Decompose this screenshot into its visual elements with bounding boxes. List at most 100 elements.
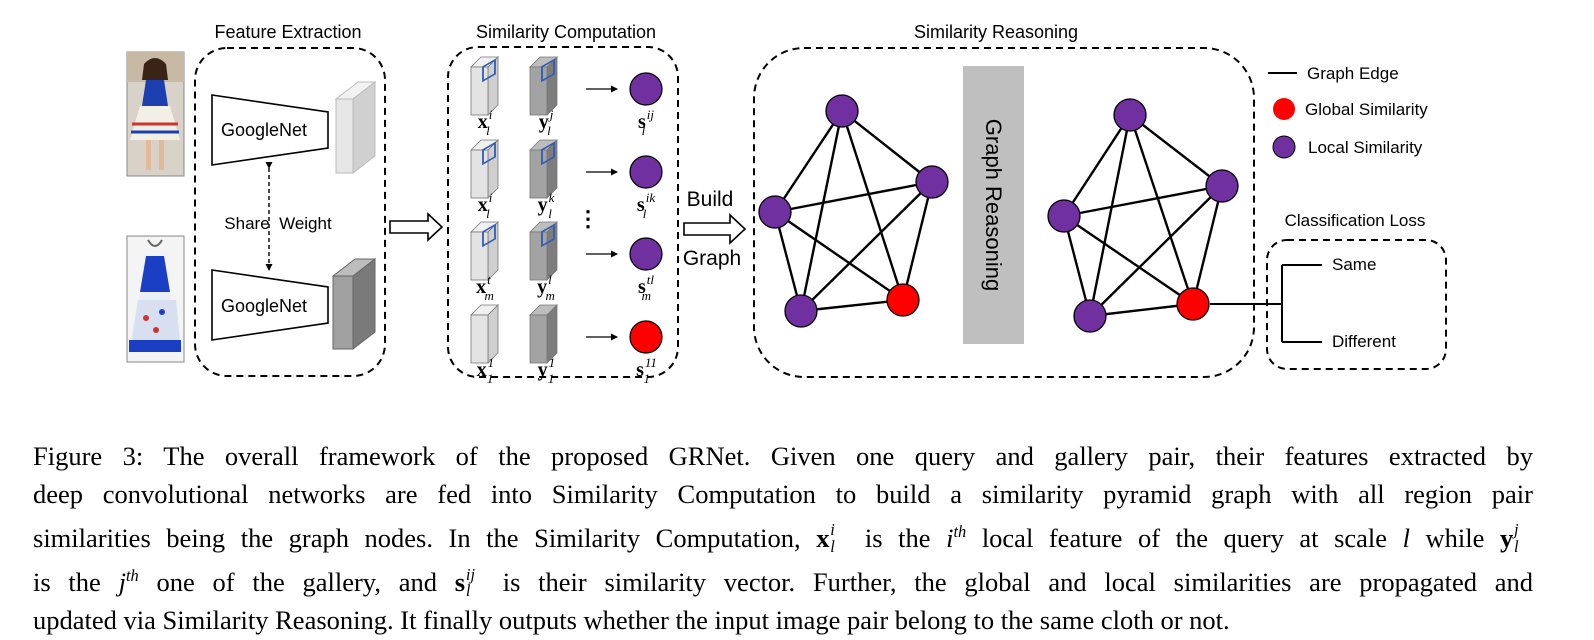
feature-extraction-box	[194, 47, 386, 377]
global-similarity-node	[629, 320, 663, 354]
caption-text: while	[1425, 522, 1485, 553]
local-similarity-node	[1073, 299, 1107, 333]
graph-edge	[901, 181, 934, 301]
graph-edge	[1089, 302, 1194, 318]
caption-math-x-sub: l	[830, 536, 835, 556]
graph-edge	[1128, 114, 1195, 305]
graph-reasoning-bar	[963, 66, 1024, 344]
googlenet-top-label: GoogleNet	[221, 120, 307, 140]
graph-edge	[774, 211, 904, 301]
caption-text: local feature of the query at scale	[981, 522, 1388, 553]
caption-math-s: s	[454, 567, 466, 598]
caption-math-y: y	[1499, 522, 1514, 553]
caption-math-s-sub: l	[465, 581, 471, 601]
global-similarity-node	[886, 283, 920, 317]
legend-graph-edge: Graph Edge	[1307, 64, 1399, 83]
similarity-computation-box	[447, 46, 679, 378]
graph-edge	[774, 110, 843, 213]
local-similarity-node	[1047, 199, 1081, 233]
gallery-region-feature	[529, 56, 558, 116]
graph-reasoning-label: Graph Reasoning	[981, 119, 1006, 291]
share-weight-label: Share Weight	[224, 214, 332, 233]
query-region-feature	[470, 304, 499, 364]
graph-edge	[799, 110, 844, 312]
local-similarity-node	[758, 195, 792, 229]
figure-caption: Figure 3: The overall framework of the p…	[33, 438, 1533, 639]
legend: Graph Edge Global Similarity Local Simil…	[1268, 64, 1428, 159]
class-different: Different	[1332, 332, 1396, 351]
local-similarity-node	[1113, 98, 1147, 132]
caption-text: is their similarity vector. Further, the…	[502, 567, 1534, 598]
gallery-feature-map	[331, 257, 377, 351]
legend-local-swatch	[1272, 135, 1296, 159]
caption-math-s-sup: ij	[465, 564, 476, 584]
similarity-reasoning-title: Similarity Reasoning	[914, 22, 1078, 42]
caption-math-th: th	[953, 522, 967, 541]
local-similarity-node	[784, 294, 818, 328]
caption-math-i: i	[946, 522, 954, 553]
caption-math-j: j	[118, 567, 126, 598]
googlenet-bottom-trapezoid	[211, 269, 329, 341]
fe-to-sc-arrow	[389, 212, 444, 242]
caption-math-th: th	[125, 566, 139, 586]
graph-edge	[1063, 184, 1223, 218]
graph-edge	[1062, 215, 1092, 317]
gallery-region-feature	[529, 139, 558, 199]
caption-text: is the	[864, 522, 931, 553]
graph-label: Graph	[683, 247, 741, 270]
local-similarity-node	[915, 165, 949, 199]
query-region-feature	[470, 139, 499, 199]
framework-diagram: Feature Extraction GoogleNet GoogleNet S…	[126, 22, 1447, 386]
caption-math-l: l	[1402, 522, 1410, 553]
graph-edge	[774, 180, 933, 214]
caption-line-3: similarities being the graph nodes. In t…	[33, 513, 1533, 557]
googlenet-top-trapezoid	[211, 94, 329, 166]
caption-text: one of the gallery, and	[156, 567, 437, 598]
class-same: Same	[1332, 255, 1376, 274]
legend-local-similarity: Local Similarity	[1308, 138, 1423, 157]
googlenet-bottom-label: GoogleNet	[221, 296, 307, 316]
caption-line-5: updated via Similarity Reasoning. It fin…	[33, 604, 1230, 635]
graph-edge	[1089, 185, 1223, 317]
local-similarity-node	[629, 155, 663, 189]
caption-line-1: Figure 3: The overall framework of the p…	[33, 441, 1533, 471]
graph-edge	[1088, 114, 1132, 317]
query-feature-map	[334, 80, 377, 175]
feature-extraction-title: Feature Extraction	[214, 22, 361, 42]
legend-global-similarity: Global Similarity	[1305, 100, 1428, 119]
output-graph	[1047, 98, 1239, 333]
graph-edge	[1191, 185, 1224, 305]
similarity-computation-title: Similarity Computation	[476, 22, 656, 42]
build-label: Build	[687, 188, 734, 211]
local-similarity-node	[629, 237, 663, 271]
caption-line-2: deep convolutional networks are fed into…	[33, 478, 1533, 509]
input-graph	[758, 94, 949, 328]
similarity-reasoning-box	[753, 47, 1255, 378]
caption-math-x: x	[816, 522, 830, 553]
classification-loss-title: Classification Loss	[1285, 211, 1426, 230]
sc-ellipsis: ⋮	[577, 206, 599, 231]
graph-edge	[1129, 114, 1223, 187]
local-similarity-node	[629, 72, 663, 106]
graph-edge	[800, 181, 933, 312]
graph-edge	[841, 110, 933, 183]
caption-text: similarities being the graph nodes. In t…	[33, 522, 801, 553]
